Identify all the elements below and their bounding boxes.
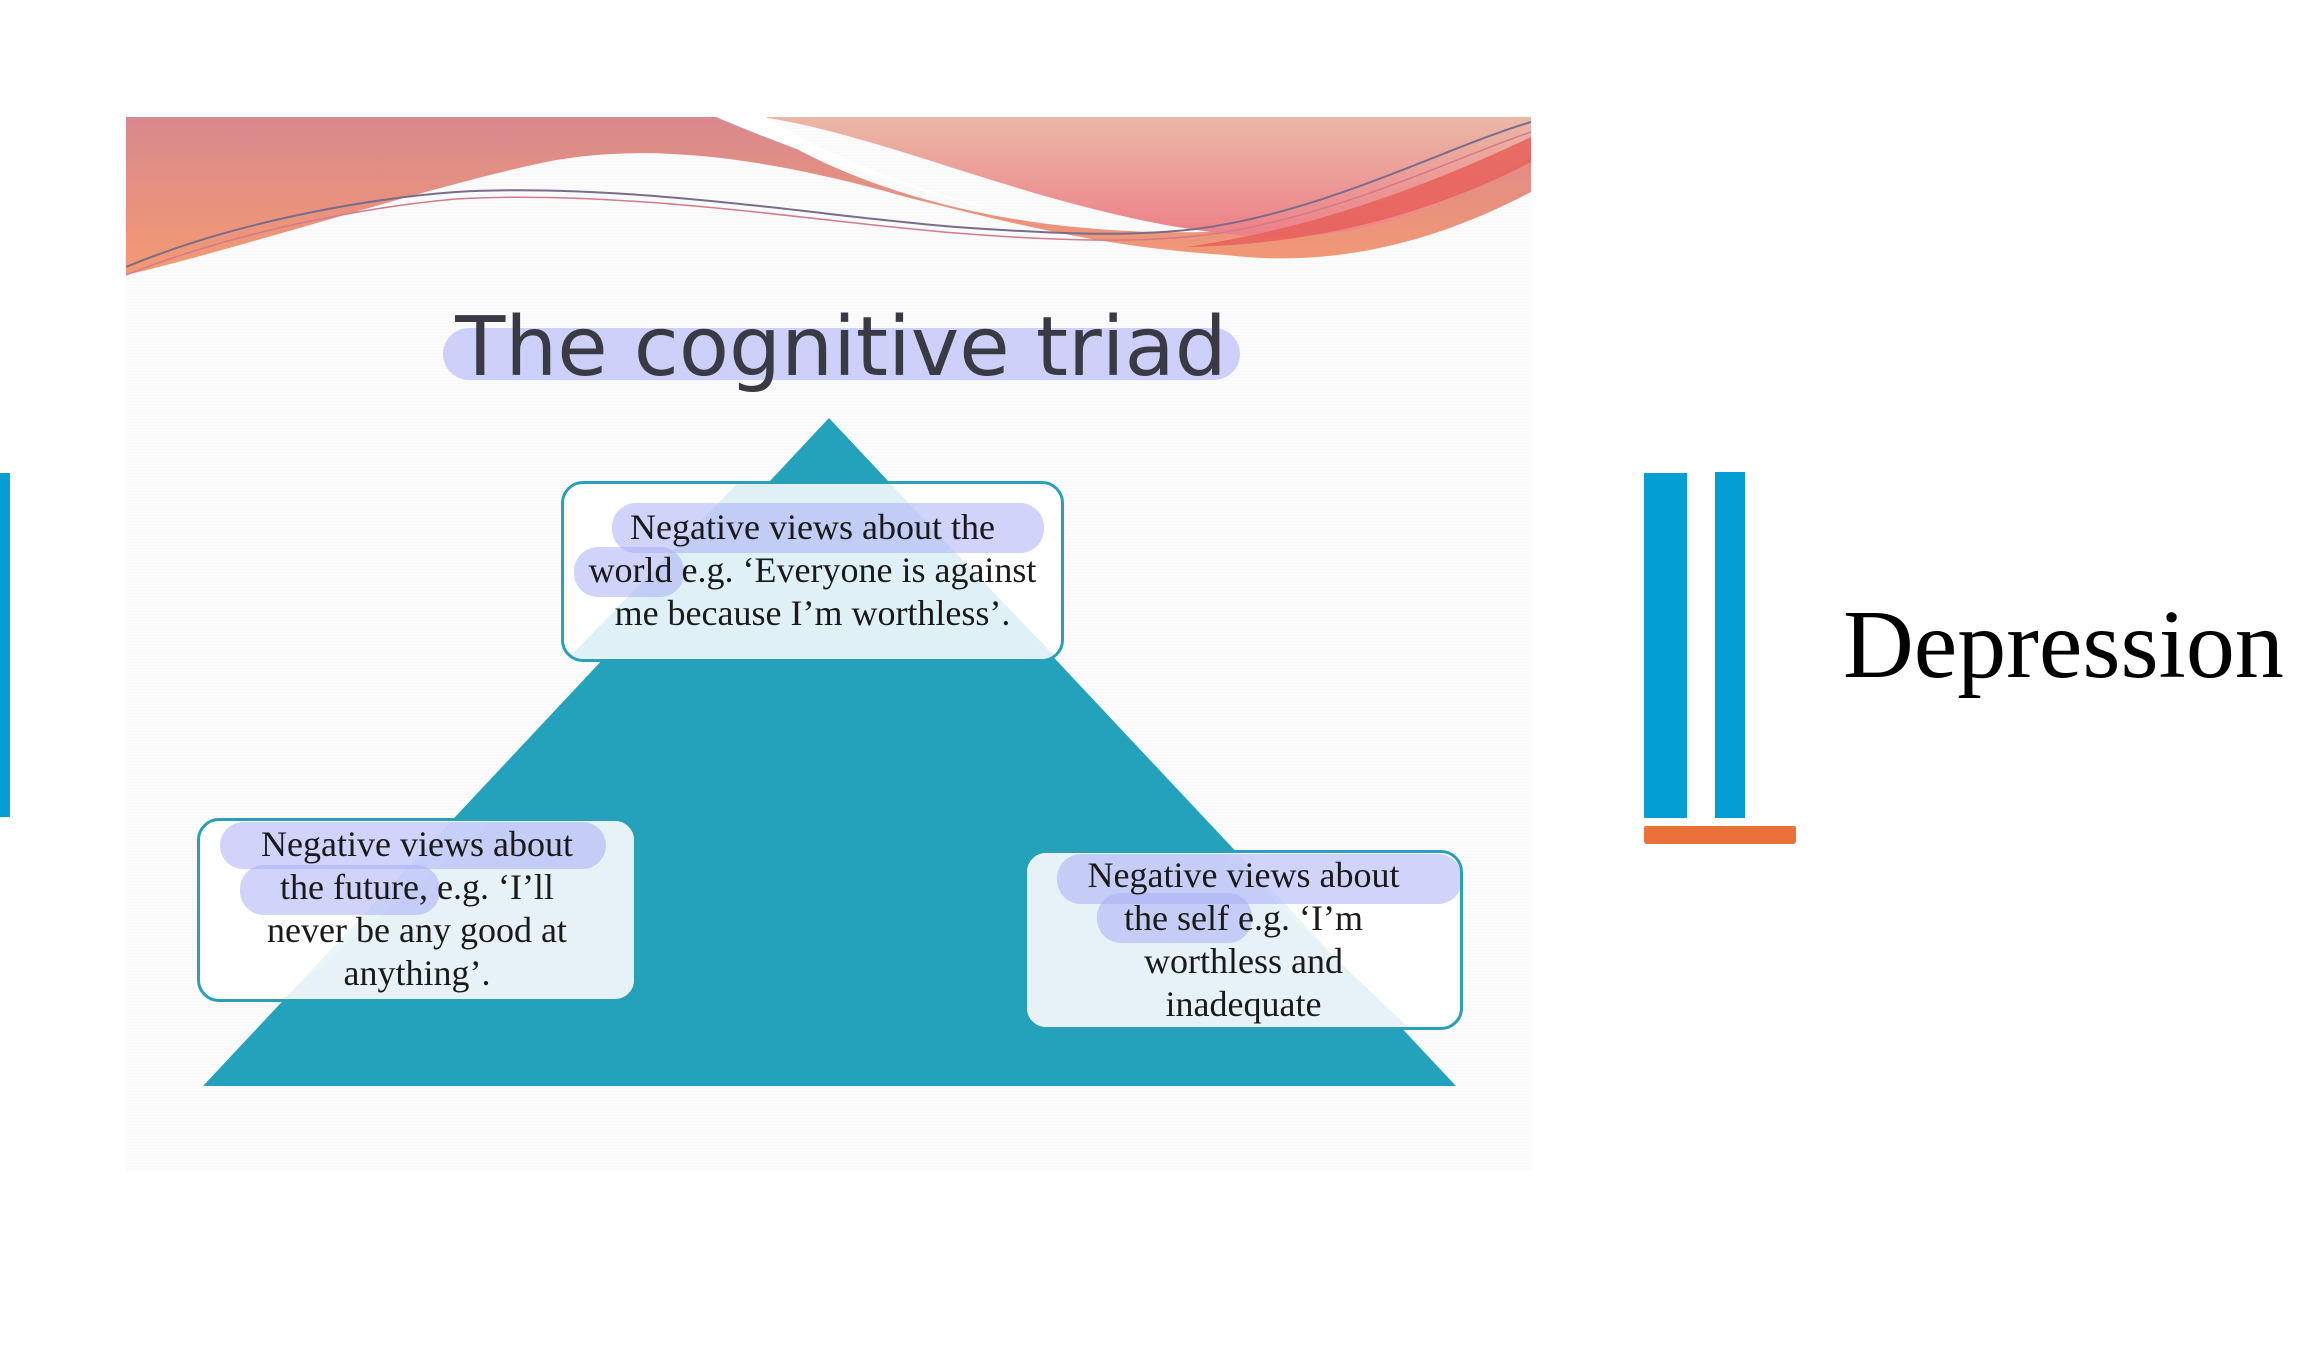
slide-title: The cognitive triad bbox=[455, 300, 1227, 395]
wave-left bbox=[126, 117, 1531, 275]
wave-line-1 bbox=[126, 121, 1531, 268]
triad-box-self: Negative views about the self e.g. ‘I’m … bbox=[1024, 850, 1463, 1030]
text-line: Negative views about the bbox=[630, 507, 995, 547]
text-line: the self e.g. ‘I’m bbox=[1124, 898, 1363, 938]
text-line: inadequate bbox=[1165, 984, 1322, 1024]
triad-box-future: Negative views about the future, e.g. ‘I… bbox=[197, 818, 637, 1002]
wave-red-band bbox=[1186, 137, 1531, 247]
text-line: the future, e.g. ‘I’ll bbox=[280, 867, 554, 907]
text-highlight bbox=[220, 822, 606, 869]
text-line: world e.g. ‘Everyone is against bbox=[588, 550, 1037, 590]
text-line: Negative views about bbox=[261, 824, 573, 864]
left-edge-accent-bar bbox=[0, 473, 10, 817]
wave-white-streak bbox=[716, 117, 1036, 217]
accent-bar-2 bbox=[1715, 472, 1745, 818]
title-highlight bbox=[443, 328, 1240, 380]
header-wave-decoration bbox=[126, 117, 1531, 276]
text-highlight bbox=[240, 865, 440, 915]
slide-image: The cognitive triad Negative views about… bbox=[126, 117, 1531, 1170]
wave-line-2 bbox=[126, 131, 1531, 276]
text-highlight bbox=[612, 503, 1044, 553]
triad-box-world: Negative views about the world e.g. ‘Eve… bbox=[561, 481, 1064, 662]
text-line: anything’. bbox=[343, 953, 491, 993]
text-line: Negative views about bbox=[1087, 855, 1400, 895]
accent-underline bbox=[1644, 826, 1796, 844]
triad-text-world: Negative views about the world e.g. ‘Eve… bbox=[564, 506, 1061, 635]
wave-right bbox=[761, 117, 1531, 237]
text-line: never be any good at bbox=[267, 910, 567, 950]
text-highlight bbox=[1097, 893, 1252, 943]
depression-label: Depression bbox=[1843, 591, 2284, 699]
accent-bar-1 bbox=[1644, 473, 1687, 818]
text-line: worthless and bbox=[1144, 941, 1343, 981]
triad-text-self: Negative views about the self e.g. ‘I’m … bbox=[1027, 854, 1460, 1026]
text-line: me because I’m worthless’. bbox=[614, 593, 1011, 633]
text-highlight bbox=[574, 547, 684, 597]
triad-text-future: Negative views about the future, e.g. ‘I… bbox=[200, 823, 634, 995]
box-overlay bbox=[567, 484, 1058, 659]
